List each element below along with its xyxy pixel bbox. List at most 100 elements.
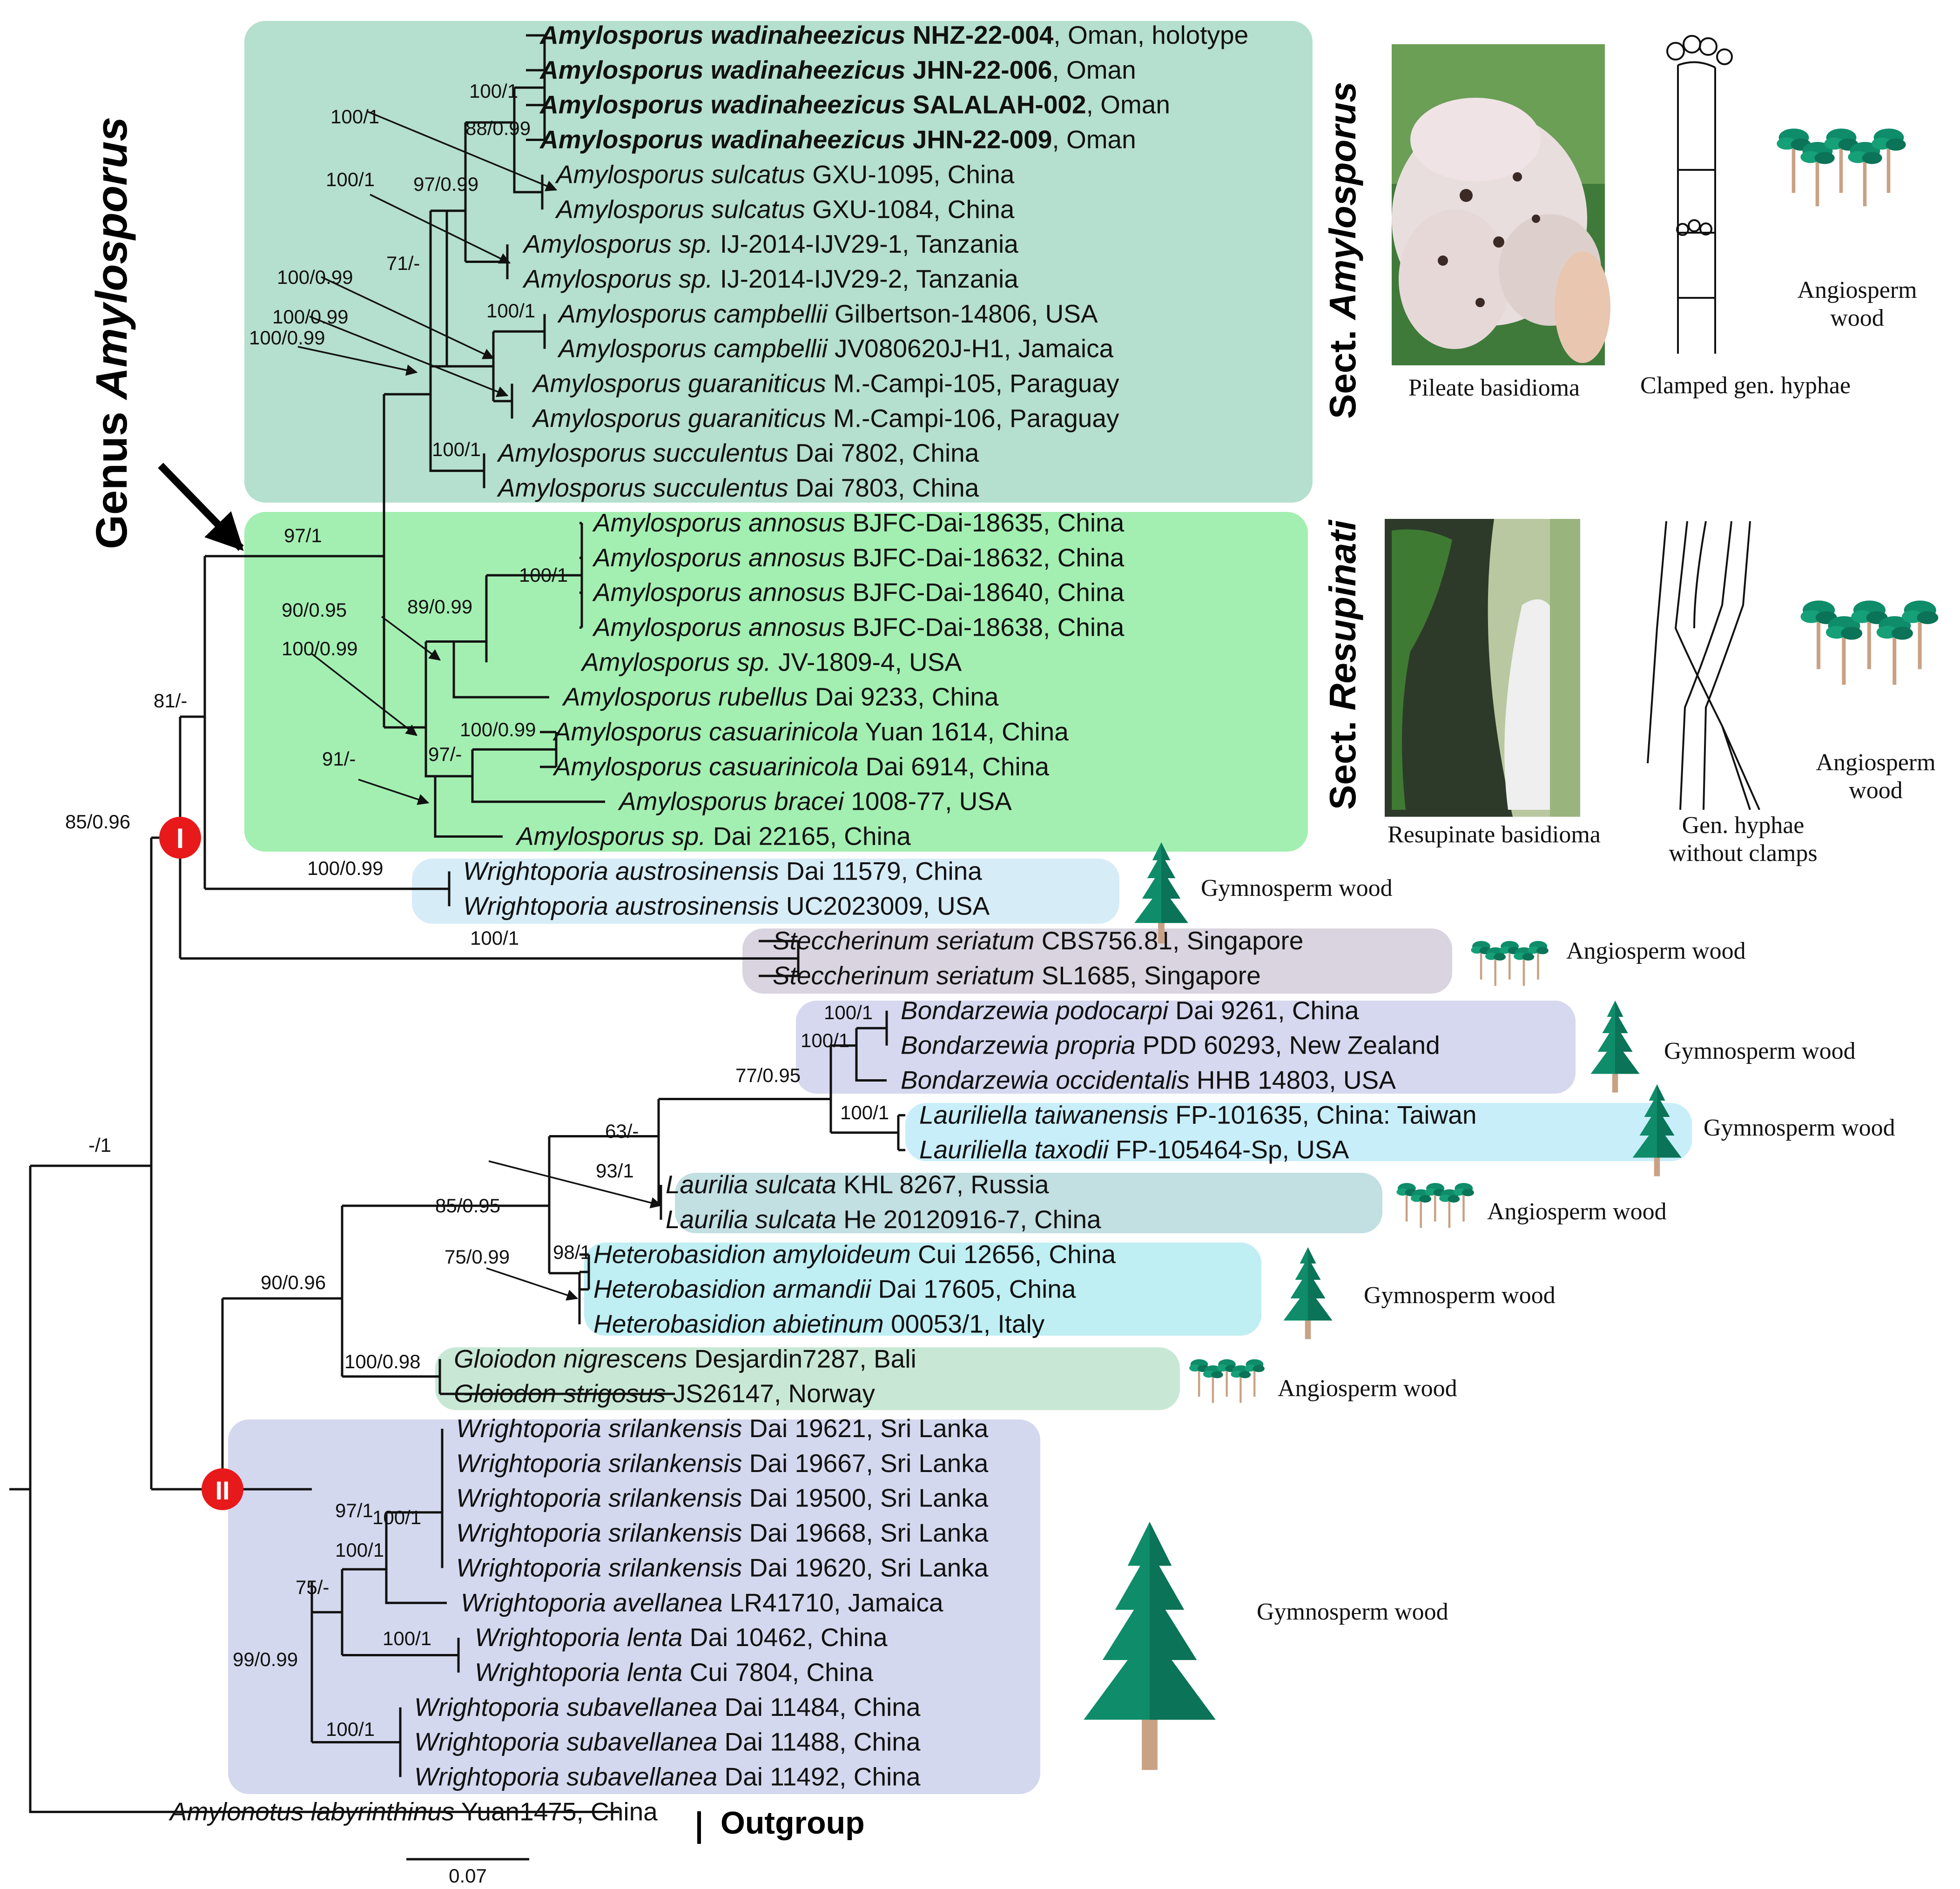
taxon-label: Wrightoporia austrosinensis UC2023009, U…	[463, 891, 990, 920]
taxon-label: Amylosporus annosus BJFC-Dai-18640, Chin…	[592, 578, 1125, 607]
support-value: 90/0.95	[282, 599, 347, 621]
taxon-label: Heterobasidion armandii Dai 17605, China	[593, 1275, 1076, 1304]
taxon-label: Amylonotus labyrinthinus Yuan1475, China	[168, 1797, 658, 1826]
taxon-label: Amylosporus casuarinicola Dai 6914, Chin…	[552, 752, 1049, 781]
taxon-label: Bondarzewia occidentalis HHB 14803, USA	[901, 1066, 1396, 1095]
genus-label: Genus Amylosporus	[87, 117, 136, 549]
broadleaf-tree-icon	[1471, 941, 1492, 980]
side-label: without clamps	[1669, 840, 1817, 867]
taxon-label: Amylosporus sp. JV-1809-4, USA	[580, 647, 962, 676]
clade-marker-I: I	[159, 817, 201, 859]
outgroup-label: Outgroup	[721, 1805, 865, 1841]
support-value: -/1	[88, 1134, 111, 1156]
support-value: 100/0.99	[277, 266, 353, 288]
support-value: 100/1	[469, 80, 518, 102]
side-label: Gymnosperm wood	[1257, 1599, 1448, 1625]
support-value: 85/0.95	[435, 1195, 500, 1217]
taxon-label: Laurilia sulcata He 20120916-7, China	[666, 1205, 1101, 1234]
pointer-arrow	[321, 276, 495, 359]
taxon-label: Wrightoporia avellanea LR41710, Jamaica	[461, 1588, 943, 1617]
taxon-label: Amylosporus sp. IJ-2014-IJV29-2, Tanzani…	[522, 264, 1018, 293]
pointer-arrow	[486, 1267, 579, 1301]
support-value: 77/0.95	[735, 1064, 801, 1086]
pointer-arrow	[309, 316, 509, 397]
taxon-label: Amylosporus annosus BJFC-Dai-18632, Chin…	[592, 543, 1125, 572]
svg-text:I: I	[176, 823, 184, 854]
pileate-basidioma-photo	[1392, 44, 1610, 365]
taxon-label: Amylosporus wadinaheezicus SALALAH-002, …	[539, 90, 1170, 119]
section-label-resupinati: Sect. Resupinati	[1322, 519, 1363, 810]
support-value: 100/1	[470, 927, 519, 949]
taxon-label: Wrightoporia srilankensis Dai 19620, Sri…	[456, 1553, 989, 1582]
host-tree-icons: Pileate basidioma Clamped gen. hyphaeAngi…	[1084, 128, 1939, 1770]
pointer-arrow	[311, 653, 418, 736]
taxon-label: Wrightoporia lenta Cui 7804, China	[475, 1658, 873, 1687]
support-value: 71/-	[386, 252, 420, 274]
side-label: Clamped gen. hyphae	[1640, 372, 1851, 399]
clade-box-sect-resupinati	[244, 512, 1308, 852]
broadleaf-tree-icon	[1425, 1183, 1446, 1222]
taxon-label: Amylosporus annosus BJFC-Dai-18638, Chin…	[592, 612, 1125, 641]
unclamped-hyphae-drawing	[1647, 521, 1760, 810]
support-value: 100/1	[801, 1029, 849, 1051]
taxon-label: Steccherinum seriatum SL1685, Singapore	[773, 961, 1261, 990]
conifer-tree-icon	[1283, 1247, 1333, 1339]
clade-box-bondarzewia	[796, 1001, 1576, 1094]
conifer-tree-icon	[1590, 1001, 1640, 1093]
pointer-arrow	[367, 111, 558, 191]
taxon-label: Lauriliella taxodii FP-105464-Sp, USA	[919, 1135, 1349, 1164]
support-value: 63/-	[605, 1120, 639, 1142]
taxon-label: Amylosporus casuarinicola Yuan 1614, Chi…	[552, 717, 1069, 746]
broadleaf-tree-cluster-icon	[1471, 941, 1549, 986]
taxon-label: Amylosporus campbellii Gilbertson-14806,…	[557, 299, 1098, 328]
side-label: Angiosperm wood	[1566, 938, 1746, 964]
broadleaf-tree-cluster-icon	[1777, 128, 1906, 207]
support-value: 100/0.98	[344, 1351, 421, 1372]
resupinate-basidioma-photo	[1385, 519, 1580, 817]
taxon-label: Amylosporus sp. IJ-2014-IJV29-1, Tanzani…	[522, 229, 1018, 258]
branch	[434, 776, 503, 838]
clade-box-lauriliella	[905, 1103, 1692, 1161]
support-value: 81/-	[154, 690, 187, 712]
support-value: 100/1	[372, 1506, 421, 1528]
conifer-tree-icon	[1084, 1522, 1216, 1770]
taxon-label: Lauriliella taiwanensis FP-101635, China…	[919, 1100, 1476, 1129]
side-label: Pileate basidioma	[1408, 375, 1580, 401]
broadleaf-tree-icon	[1217, 1359, 1237, 1397]
support-value: 89/0.99	[407, 596, 472, 618]
support-value: 93/1	[596, 1160, 634, 1182]
support-value: 100/1	[383, 1627, 431, 1649]
support-value: 98/1	[553, 1241, 591, 1263]
broadleaf-tree-icon	[1876, 616, 1913, 685]
branch	[452, 641, 549, 699]
support-value: 97/0.99	[413, 173, 478, 195]
taxon-label: Steccherinum seriatum CBS756.81, Singapo…	[773, 926, 1303, 955]
side-label: Resupinate basidioma	[1387, 821, 1601, 848]
taxon-label: Amylosporus wadinaheezicus JHN-22-006, O…	[539, 55, 1136, 84]
broadleaf-tree-cluster-icon	[1800, 600, 1939, 685]
scale-bar-value: 0.07	[449, 1865, 487, 1887]
side-label: Angiosperm wood	[1278, 1375, 1457, 1402]
support-value: 100/1	[486, 300, 535, 322]
clade-box-laurilia	[675, 1173, 1382, 1233]
broadleaf-tree-icon	[1825, 616, 1863, 685]
taxon-label: Amylosporus succulentus Dai 7803, China	[497, 473, 979, 502]
svg-text:II: II	[215, 1476, 229, 1505]
side-label: Angiosperm	[1816, 749, 1935, 776]
broadleaf-tree-icon	[1245, 1359, 1265, 1397]
support-value: 75/0.99	[445, 1246, 510, 1268]
support-value: 100/1	[326, 168, 375, 190]
taxon-label: Wrightoporia austrosinensis Dai 11579, C…	[463, 856, 982, 885]
broadleaf-tree-icon	[1396, 1183, 1417, 1222]
clade-box-sect-amylosporus	[244, 21, 1313, 503]
taxon-label: Amylosporus wadinaheezicus NHZ-22-004, O…	[539, 20, 1248, 49]
support-value: 85/0.96	[65, 811, 130, 833]
taxon-label: Wrightoporia lenta Dai 10462, China	[475, 1623, 888, 1652]
support-value: 91/-	[322, 748, 356, 770]
broadleaf-tree-cluster-icon	[1189, 1359, 1265, 1403]
support-value: 100/1	[432, 438, 481, 460]
support-value: 100/0.99	[460, 719, 536, 740]
clade-box-wrightoporia-austrosinensis	[412, 859, 1119, 924]
